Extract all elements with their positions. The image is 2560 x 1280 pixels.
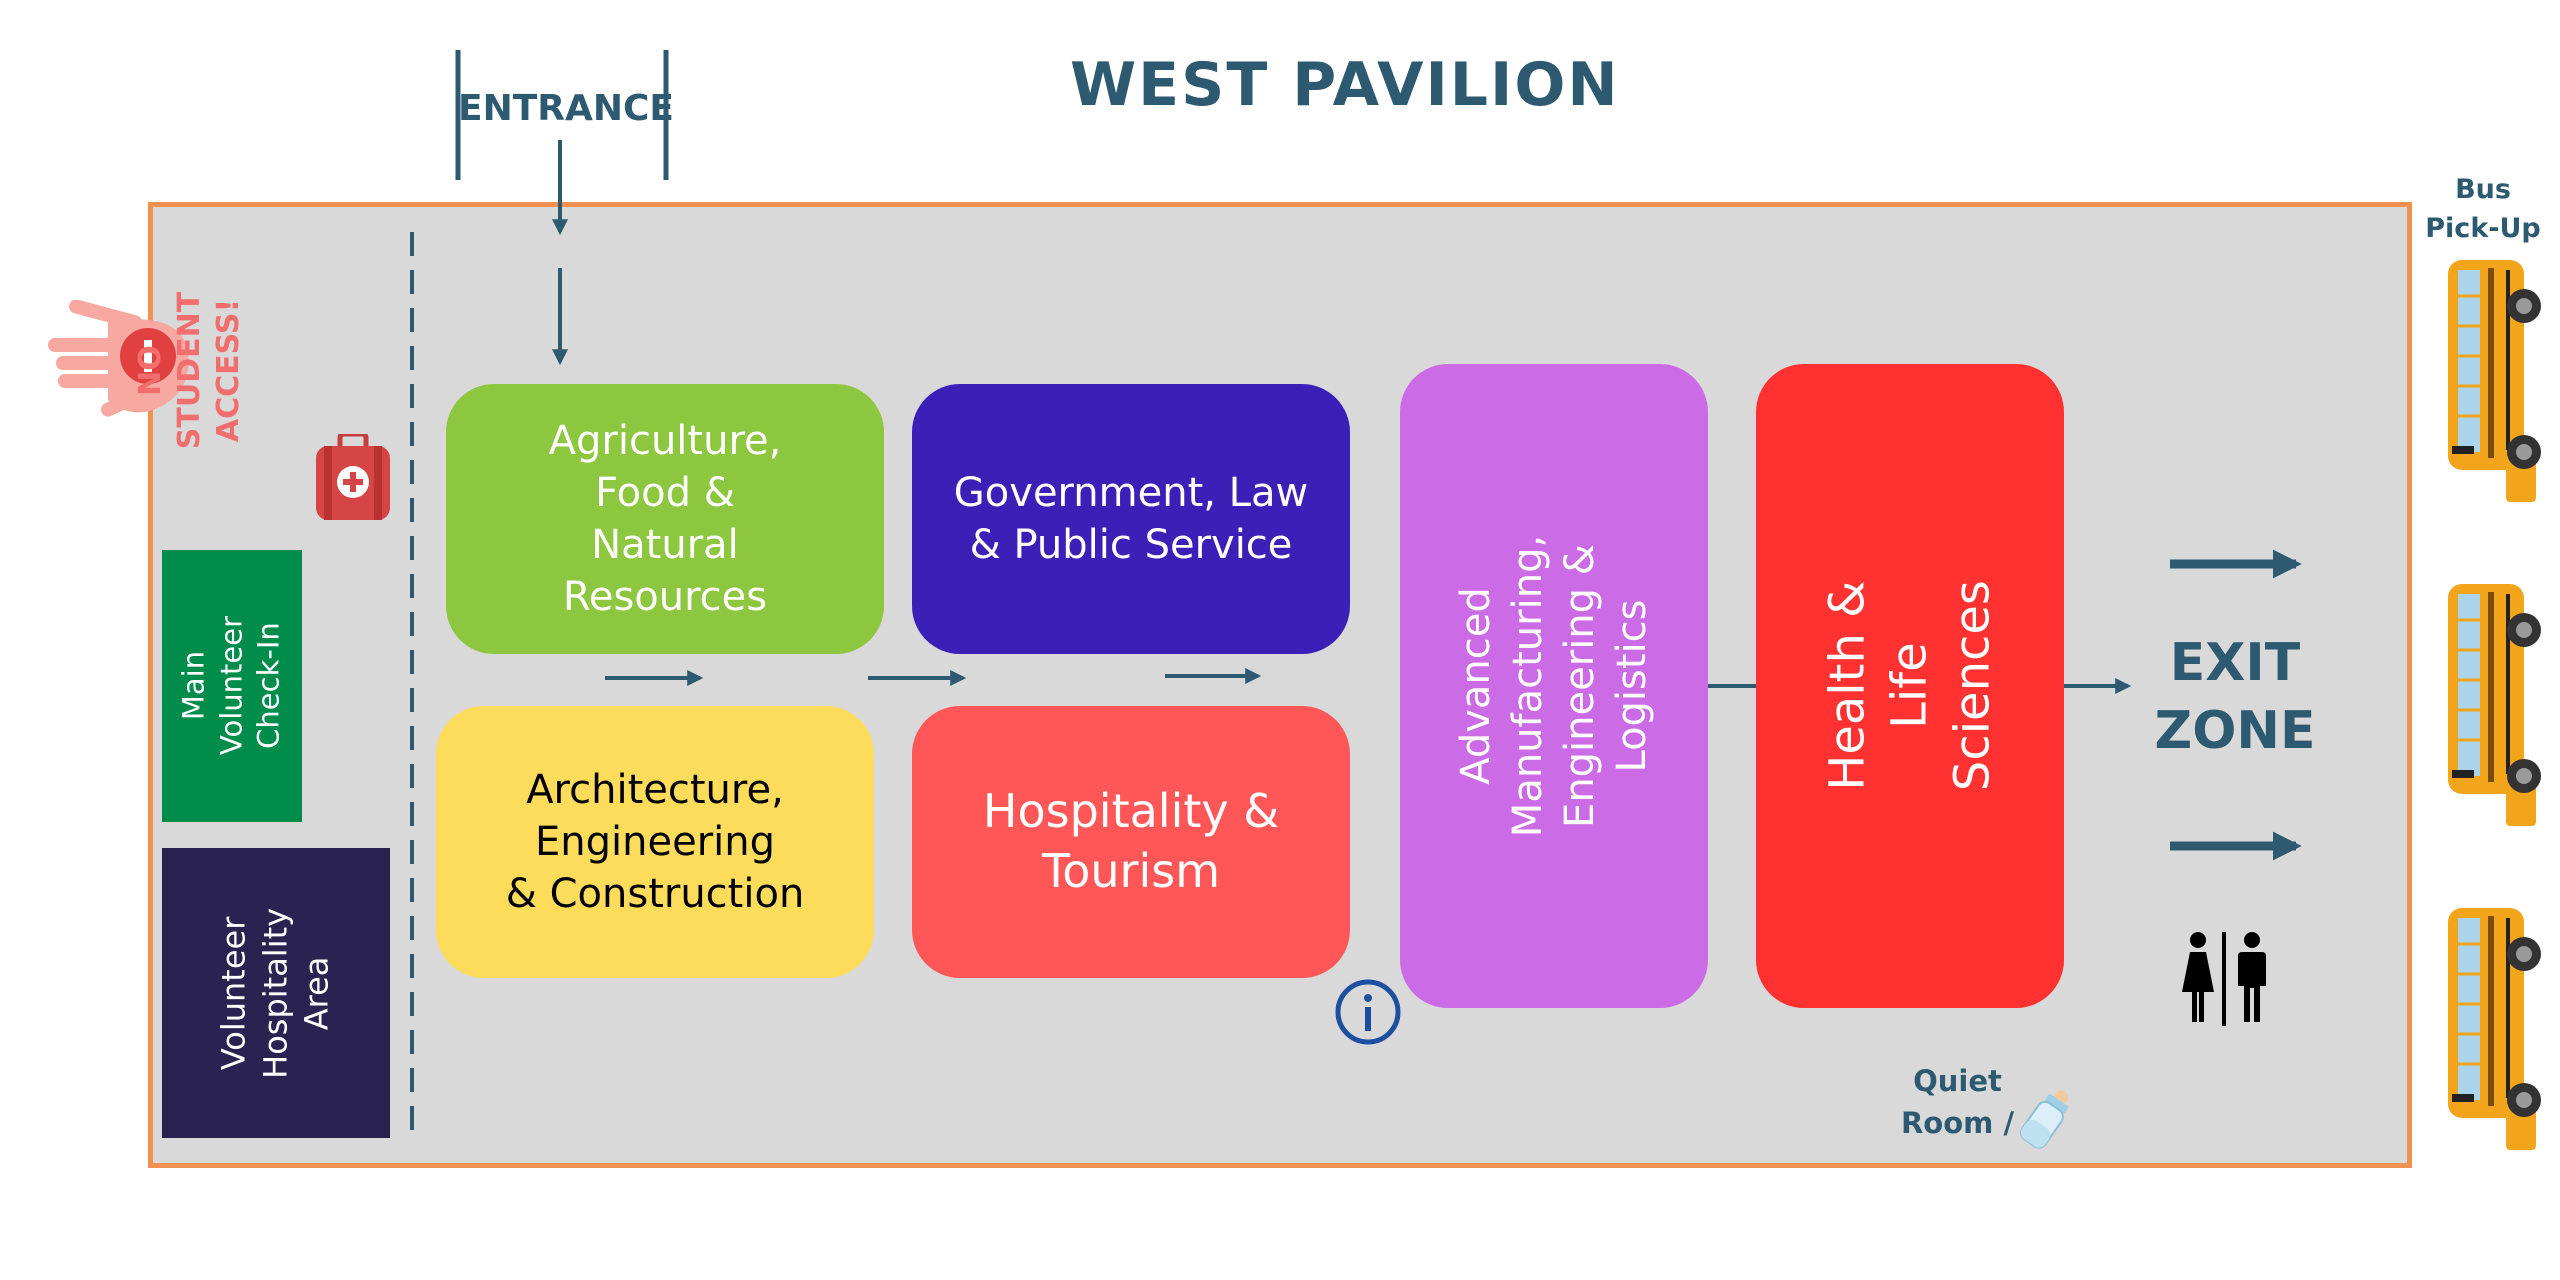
exit-zone-label: EXIT ZONE — [2154, 633, 2316, 761]
zone-agriculture: Agriculture, Food & Natural Resources — [446, 384, 884, 654]
entrance-posts — [455, 50, 669, 180]
baby-bottle-icon — [2020, 1090, 2069, 1149]
quiet-room-label: Quiet Room / — [1900, 1064, 2015, 1141]
zone-health: Health & Life Sciences — [1756, 364, 2064, 1008]
entrance-label: ENTRANCE — [458, 88, 674, 129]
school-bus-icon — [2448, 908, 2541, 1150]
zone-manufacturing: Advanced Manufacturing, Engineering & Lo… — [1400, 364, 1708, 1008]
zone-government: Government, Law & Public Service — [912, 384, 1350, 654]
school-bus-icon — [2448, 260, 2541, 502]
school-bus-icon — [2448, 584, 2541, 826]
info-icon — [1335, 979, 1401, 1045]
main-volunteer-check-in: Main Volunteer Check-In — [162, 550, 302, 822]
restroom-icon — [2182, 932, 2266, 1026]
first-aid-kit-icon — [316, 434, 390, 520]
zone-hospitality: Hospitality & Tourism — [912, 706, 1350, 978]
stop-hand-icon — [48, 300, 189, 417]
volunteer-hospitality-area: Volunteer Hospitality Area — [162, 848, 390, 1138]
no-student-access-label: NO STUDENT ACCESS! — [133, 291, 247, 449]
bus-pickup-label: Bus Pick-Up — [2425, 174, 2541, 245]
zone-architecture: Architecture, Engineering & Construction — [436, 706, 874, 978]
